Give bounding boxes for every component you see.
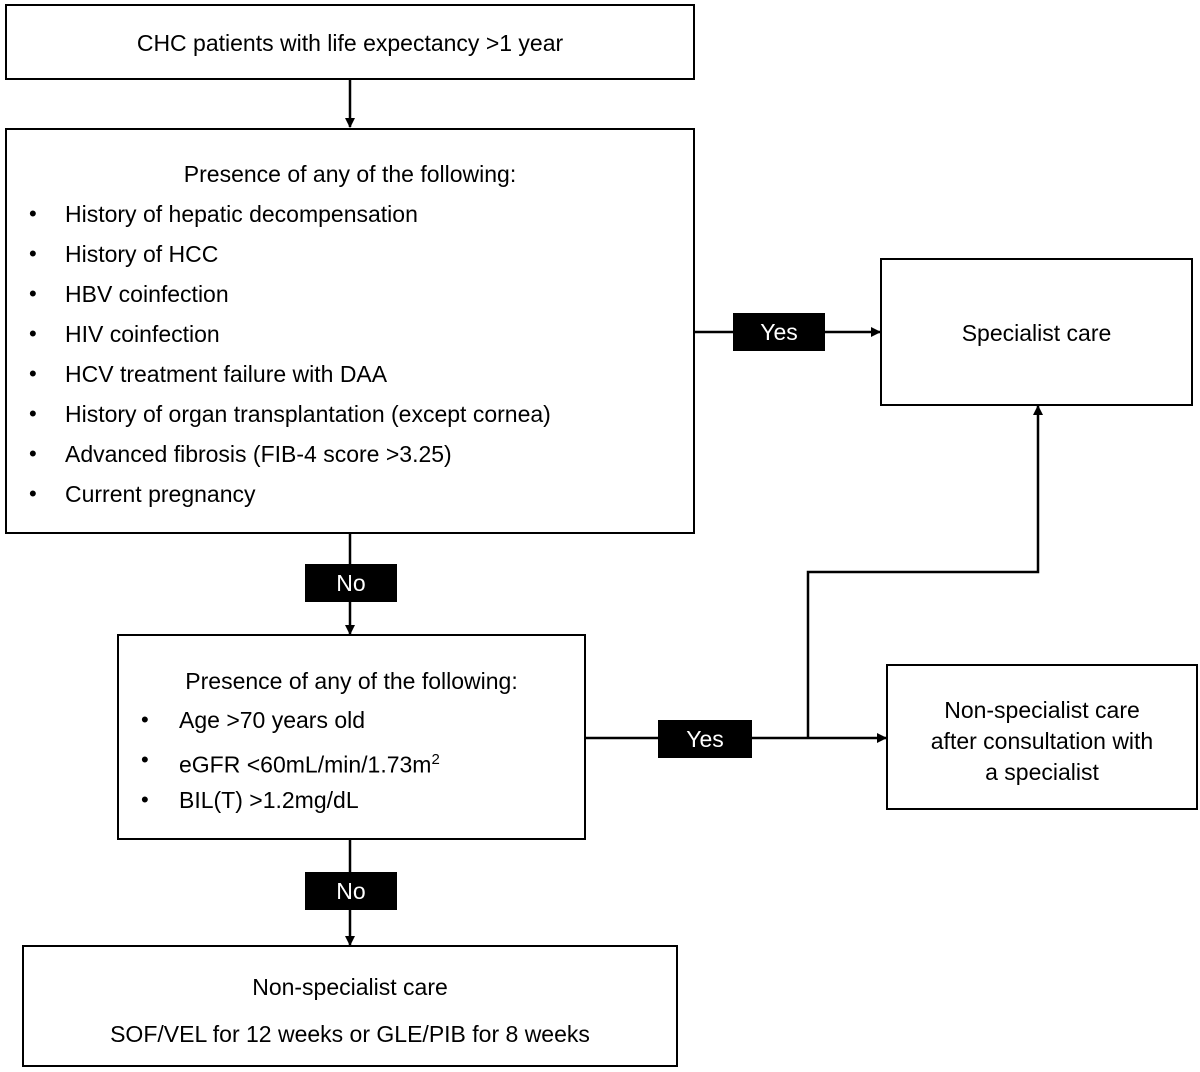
- list-item: • eGFR <60mL/min/1.73m2: [119, 740, 586, 780]
- bullet-icon: •: [29, 481, 37, 506]
- bullet-icon: •: [29, 441, 37, 466]
- yes-label-1: Yes: [733, 313, 825, 351]
- bullet-icon: •: [29, 201, 37, 226]
- start-box: CHC patients with life expectancy >1 yea…: [5, 4, 695, 80]
- bullet-icon: •: [29, 241, 37, 266]
- list-item: •History of organ transplantation (excep…: [7, 394, 695, 434]
- criteria2-box: Presence of any of the following: •Age >…: [117, 634, 586, 840]
- list-item: •Current pregnancy: [7, 474, 695, 514]
- list-item: •History of hepatic decompensation: [7, 194, 695, 234]
- yes-label-2: Yes: [658, 720, 752, 758]
- bullet-icon: •: [141, 787, 149, 812]
- list-item: •HIV coinfection: [7, 314, 695, 354]
- consult-line2: after consultation with: [930, 728, 1154, 754]
- list-item: •HCV treatment failure with DAA: [7, 354, 695, 394]
- final-detail: SOF/VEL for 12 weeks or GLE/PIB for 8 we…: [110, 1021, 590, 1047]
- criteria1-list: •History of hepatic decompensation •Hist…: [7, 194, 695, 514]
- egfr-superscript: 2: [431, 751, 440, 768]
- bullet-icon: •: [141, 707, 149, 732]
- list-item: •History of HCC: [7, 234, 695, 274]
- consult-box: Non-specialist care after consultation w…: [886, 664, 1198, 810]
- criteria1-box: Presence of any of the following: •Histo…: [5, 128, 695, 534]
- list-item: •HBV coinfection: [7, 274, 695, 314]
- start-box-text: CHC patients with life expectancy >1 yea…: [136, 30, 564, 56]
- arrow-branch-to-specialist: [806, 405, 1043, 738]
- bullet-icon: •: [29, 401, 37, 426]
- bullet-icon: •: [29, 281, 37, 306]
- bullet-icon: •: [29, 361, 37, 386]
- criteria2-list: •Age >70 years old • eGFR <60mL/min/1.73m…: [119, 700, 586, 820]
- criteria2-heading: Presence of any of the following:: [185, 668, 518, 694]
- no-label-1: No: [305, 564, 397, 602]
- bullet-icon: •: [141, 747, 149, 772]
- egfr-item: eGFR <60mL/min/1.73m: [179, 751, 432, 778]
- list-item: •Advanced fibrosis (FIB-4 score >3.25): [7, 434, 695, 474]
- criteria1-heading: Presence of any of the following:: [183, 161, 517, 187]
- consult-line1: Non-specialist care: [944, 697, 1140, 723]
- no-label-2: No: [305, 872, 397, 910]
- specialist-care-text: Specialist care: [961, 320, 1112, 346]
- bullet-icon: •: [29, 321, 37, 346]
- specialist-care-box: Specialist care: [880, 258, 1193, 406]
- list-item: •BIL(T) >1.2mg/dL: [119, 780, 586, 820]
- final-box: Non-specialist care SOF/VEL for 12 weeks…: [22, 945, 678, 1067]
- consult-line3: a specialist: [985, 759, 1099, 785]
- final-title: Non-specialist care: [252, 974, 448, 1000]
- list-item: •Age >70 years old: [119, 700, 586, 740]
